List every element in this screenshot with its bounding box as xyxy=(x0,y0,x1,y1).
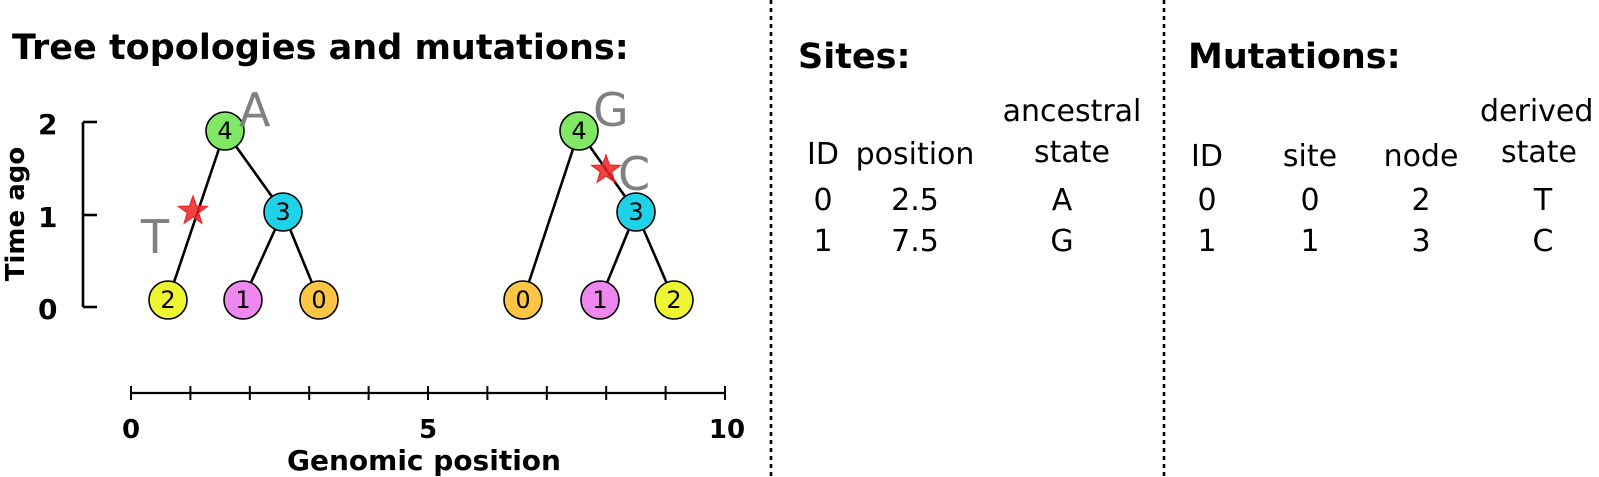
y-tick-label: 0 xyxy=(38,293,57,326)
node-label: 4 xyxy=(571,117,586,145)
table-cell: 0 xyxy=(1197,183,1216,218)
table-cell: 0 xyxy=(1300,183,1319,218)
column-header: state xyxy=(1034,135,1110,170)
column-header: derived xyxy=(1480,94,1593,129)
x-tick-label: 5 xyxy=(419,415,437,445)
y-axis: 2 1 0 Time ago xyxy=(1,108,97,326)
column-header: ID xyxy=(1191,139,1223,174)
table-cell: 7.5 xyxy=(891,224,939,259)
column-header: state xyxy=(1501,135,1577,170)
sites-heading: Sites: xyxy=(798,37,911,77)
node-label: 1 xyxy=(235,286,250,314)
table-cell: 2.5 xyxy=(891,183,939,218)
node-label: 2 xyxy=(666,286,681,314)
page-title: Tree topologies and mutations: xyxy=(12,28,629,68)
tree-node xyxy=(503,280,543,320)
column-header: node xyxy=(1384,139,1459,174)
tree-node xyxy=(205,111,245,151)
node-label: 2 xyxy=(160,286,175,314)
column-header: ID xyxy=(807,137,839,172)
column-header: site xyxy=(1283,139,1337,174)
mutation-label: C xyxy=(618,147,650,201)
node-label: 1 xyxy=(592,286,607,314)
tree-node xyxy=(263,192,303,232)
column-header: position xyxy=(856,137,975,172)
node-label: 3 xyxy=(275,198,290,226)
table-cell: A xyxy=(1052,183,1073,218)
y-tick-label: 1 xyxy=(38,201,57,234)
y-axis-label: Time ago xyxy=(1,147,31,281)
table-cell: 1 xyxy=(1197,224,1216,259)
tree-2: 4 3 0 1 2 G C xyxy=(503,83,694,320)
root-state-label: G xyxy=(593,83,629,137)
table-cell: G xyxy=(1050,224,1073,259)
tree-1: 4 3 2 1 0 A T xyxy=(140,83,339,320)
tree-node xyxy=(654,280,694,320)
tree-node xyxy=(580,280,620,320)
x-tick-label: 0 xyxy=(122,415,140,445)
mutation-label: T xyxy=(140,210,170,264)
table-cell: 2 xyxy=(1411,183,1430,218)
mutation-star-icon xyxy=(589,153,623,184)
x-axis: 0 5 10 Genomic position xyxy=(122,386,745,477)
node-label: 3 xyxy=(628,198,643,226)
x-tick-label: 10 xyxy=(709,415,745,445)
table-cell: 0 xyxy=(813,183,832,218)
table-cell: T xyxy=(1533,183,1553,218)
table-cell: 1 xyxy=(813,224,832,259)
node-label: 4 xyxy=(217,117,232,145)
table-cell: 1 xyxy=(1300,224,1319,259)
column-header: ancestral xyxy=(1003,94,1142,129)
tree-node xyxy=(148,280,188,320)
table-cell: C xyxy=(1533,224,1554,259)
mutation-star-icon xyxy=(176,194,210,225)
sites-table: Sites: ancestral ID position state 0 2.5… xyxy=(798,37,1141,259)
x-axis-label: Genomic position xyxy=(287,444,561,477)
node-label: 0 xyxy=(311,286,326,314)
node-label: 0 xyxy=(515,286,530,314)
table-cell: 3 xyxy=(1411,224,1430,259)
mutations-heading: Mutations: xyxy=(1188,37,1401,77)
mutations-table: Mutations: derived ID site node state 0 … xyxy=(1188,37,1593,259)
root-state-label: A xyxy=(239,83,271,137)
tree-node xyxy=(223,280,263,320)
tree-node xyxy=(559,111,599,151)
tree-node xyxy=(299,280,339,320)
tree-node xyxy=(616,192,656,232)
y-tick-label: 2 xyxy=(38,108,57,141)
